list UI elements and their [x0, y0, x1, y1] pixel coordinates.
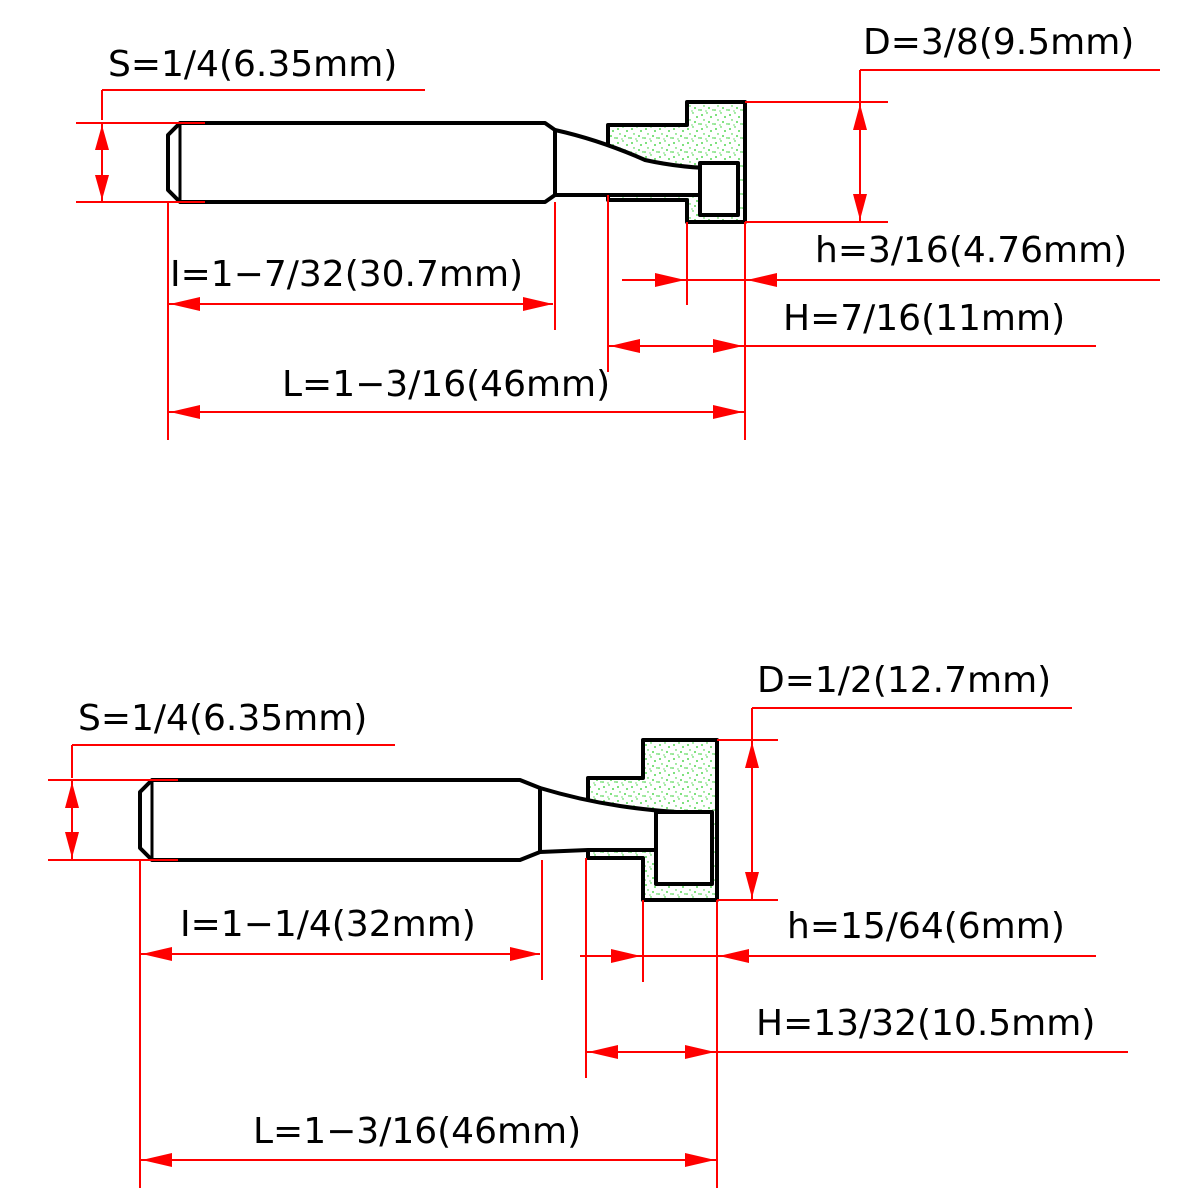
label-shank-length-top: I=1−7/32(30.7mm) [170, 254, 523, 295]
label-overall-length-bottom: L=1−3/16(46mm) [253, 1111, 581, 1152]
label-cut-height-total-bottom: H=13/32(10.5mm) [756, 1003, 1095, 1044]
bit-bottom: S=1/4(6.35mm) D=1/2(12.7mm) h=15/64(6mm)… [48, 660, 1128, 1188]
shank-top [166, 121, 557, 204]
label-shank-diameter-bottom: S=1/4(6.35mm) [78, 698, 367, 739]
bearing-bottom [654, 810, 714, 886]
label-cut-height-total-top: H=7/16(11mm) [783, 298, 1065, 339]
label-shank-length-bottom: I=1−1/4(32mm) [180, 904, 476, 945]
label-cut-height-small-bottom: h=15/64(6mm) [787, 906, 1065, 947]
bit-top: S=1/4(6.35mm) D=3/8(9.5mm) h=3/16(4.76mm… [76, 22, 1160, 440]
label-shank-diameter-top: S=1/4(6.35mm) [108, 44, 397, 85]
shank-bottom [138, 778, 542, 862]
label-cut-height-small-top: h=3/16(4.76mm) [815, 230, 1127, 271]
label-cutting-diameter-top: D=3/8(9.5mm) [863, 22, 1134, 63]
label-cutting-diameter-bottom: D=1/2(12.7mm) [757, 660, 1051, 701]
label-overall-length-top: L=1−3/16(46mm) [282, 364, 610, 405]
bearing-top [698, 161, 740, 217]
